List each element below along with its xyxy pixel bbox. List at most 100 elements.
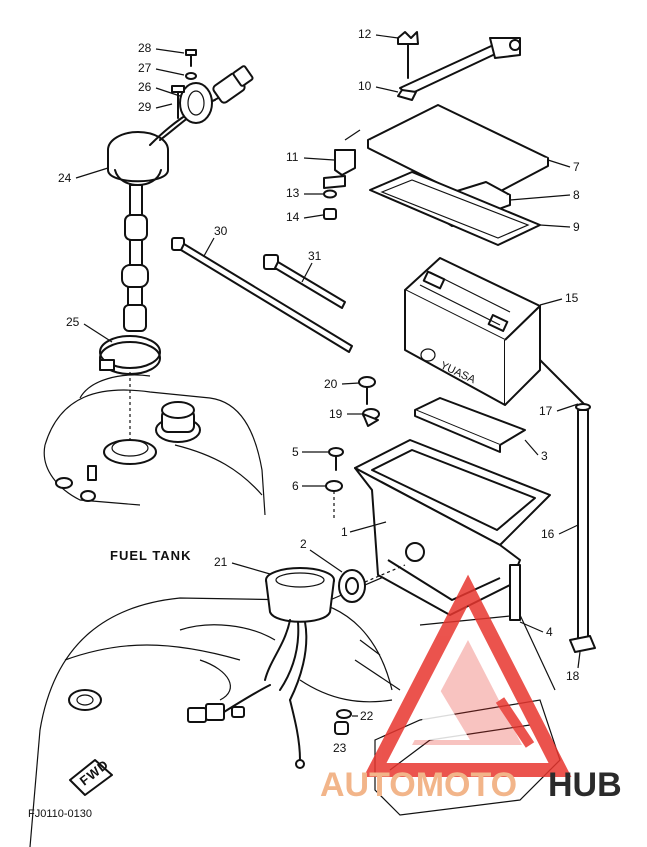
svg-text:3: 3 bbox=[541, 449, 548, 463]
svg-text:24: 24 bbox=[58, 171, 72, 185]
callout-13: 13 bbox=[286, 186, 323, 200]
battery-hold-down-strap bbox=[397, 37, 521, 101]
sender-connector bbox=[179, 65, 254, 124]
svg-text:13: 13 bbox=[286, 186, 300, 200]
callout-5: 5 bbox=[292, 445, 328, 459]
grommet-2 bbox=[338, 564, 406, 603]
callout-28: 28 bbox=[138, 41, 185, 55]
screw-5 bbox=[328, 447, 344, 471]
watermark-text: AUTOMOTO HUB bbox=[320, 766, 622, 804]
callout-18: 18 bbox=[566, 651, 581, 683]
battery-pad-3 bbox=[414, 397, 526, 453]
callout-11: 11 bbox=[286, 150, 335, 164]
svg-text:26: 26 bbox=[138, 80, 152, 94]
svg-text:6: 6 bbox=[292, 479, 299, 493]
callout-1: 1 bbox=[341, 521, 387, 539]
fuel-gauge-21 bbox=[264, 567, 335, 701]
callout-9: 9 bbox=[539, 220, 580, 234]
callout-8: 8 bbox=[509, 188, 580, 202]
screw-28 bbox=[185, 49, 197, 67]
nut-23 bbox=[334, 721, 349, 735]
callout-3: 3 bbox=[524, 439, 548, 463]
svg-text:10: 10 bbox=[358, 79, 372, 93]
callout-23: 23 bbox=[333, 741, 347, 755]
clip-18 bbox=[569, 635, 596, 653]
callout-29: 29 bbox=[138, 100, 173, 114]
band-clamp-25 bbox=[99, 335, 161, 375]
callout-25: 25 bbox=[66, 315, 113, 343]
callout-19: 19 bbox=[329, 407, 362, 421]
figure-code: FJ0110-0130 bbox=[28, 808, 92, 820]
fuel-tank-label: FUEL TANK bbox=[110, 548, 191, 563]
callouts: 28 27 26 29 24 25 12 10 11 13 14 7 8 9 3… bbox=[58, 27, 581, 755]
svg-text:14: 14 bbox=[286, 210, 300, 224]
svg-text:21: 21 bbox=[214, 555, 228, 569]
callout-30: 30 bbox=[203, 224, 228, 257]
gauge-connector bbox=[187, 684, 305, 769]
svg-text:4: 4 bbox=[546, 625, 553, 639]
svg-text:23: 23 bbox=[333, 741, 347, 755]
fuel-tank-outline bbox=[43, 374, 266, 516]
svg-text:20: 20 bbox=[324, 377, 338, 391]
washer-27 bbox=[185, 72, 197, 80]
callout-12: 12 bbox=[358, 27, 399, 41]
frame-badge bbox=[68, 689, 102, 711]
svg-text:11: 11 bbox=[286, 150, 299, 164]
callout-2: 2 bbox=[300, 537, 343, 573]
nut-14 bbox=[323, 208, 337, 220]
svg-text:27: 27 bbox=[138, 61, 152, 75]
washer-19 bbox=[362, 408, 380, 427]
svg-text:19: 19 bbox=[329, 407, 343, 421]
svg-text:2: 2 bbox=[300, 537, 307, 551]
callout-16: 16 bbox=[541, 524, 579, 541]
svg-text:29: 29 bbox=[138, 100, 152, 114]
bracket-11 bbox=[323, 129, 361, 189]
callout-17: 17 bbox=[539, 403, 579, 418]
cable-tie-30 bbox=[171, 237, 353, 353]
callout-24: 24 bbox=[58, 167, 109, 185]
svg-text:9: 9 bbox=[573, 220, 580, 234]
battery-15: YUASA bbox=[404, 257, 541, 406]
battery-box-1 bbox=[354, 439, 551, 621]
screw-20 bbox=[358, 376, 376, 405]
callout-31: 31 bbox=[301, 249, 322, 283]
screw-29 bbox=[171, 85, 185, 119]
svg-text:1: 1 bbox=[341, 525, 348, 539]
washer-13 bbox=[323, 189, 337, 199]
watermark-logo bbox=[363, 574, 572, 777]
wing-nut-12 bbox=[397, 31, 419, 79]
svg-text:7: 7 bbox=[573, 160, 580, 174]
svg-text:22: 22 bbox=[360, 709, 374, 723]
callout-27: 27 bbox=[138, 61, 185, 76]
svg-text:18: 18 bbox=[566, 669, 580, 683]
tank-fuel-cock bbox=[155, 401, 201, 443]
svg-text:16: 16 bbox=[541, 527, 555, 541]
svg-text:25: 25 bbox=[66, 315, 80, 329]
callout-4: 4 bbox=[519, 621, 553, 639]
svg-text:31: 31 bbox=[308, 249, 322, 263]
callout-10: 10 bbox=[358, 79, 399, 93]
callout-14: 14 bbox=[286, 210, 324, 224]
svg-text:28: 28 bbox=[138, 41, 152, 55]
washer-22 bbox=[336, 709, 352, 719]
callout-21: 21 bbox=[214, 555, 271, 575]
callout-15: 15 bbox=[539, 291, 579, 306]
callout-7: 7 bbox=[547, 159, 580, 174]
vent-tube-16 bbox=[539, 359, 591, 641]
cable-tie-31 bbox=[263, 254, 346, 309]
tank-hardware bbox=[55, 465, 97, 502]
washer-6 bbox=[325, 480, 343, 520]
svg-text:8: 8 bbox=[573, 188, 580, 202]
watermark-brand-part1: AUTOMOTO bbox=[320, 766, 517, 804]
tank-opening bbox=[103, 372, 157, 465]
fuel-sender-assembly bbox=[107, 94, 226, 332]
svg-text:12: 12 bbox=[358, 27, 372, 41]
svg-text:30: 30 bbox=[214, 224, 228, 238]
svg-text:5: 5 bbox=[292, 445, 299, 459]
callout-22: 22 bbox=[352, 709, 374, 723]
fwd-arrow: FWD bbox=[69, 757, 113, 796]
svg-text:17: 17 bbox=[539, 404, 553, 418]
callout-26: 26 bbox=[138, 80, 181, 97]
callout-6: 6 bbox=[292, 479, 326, 493]
